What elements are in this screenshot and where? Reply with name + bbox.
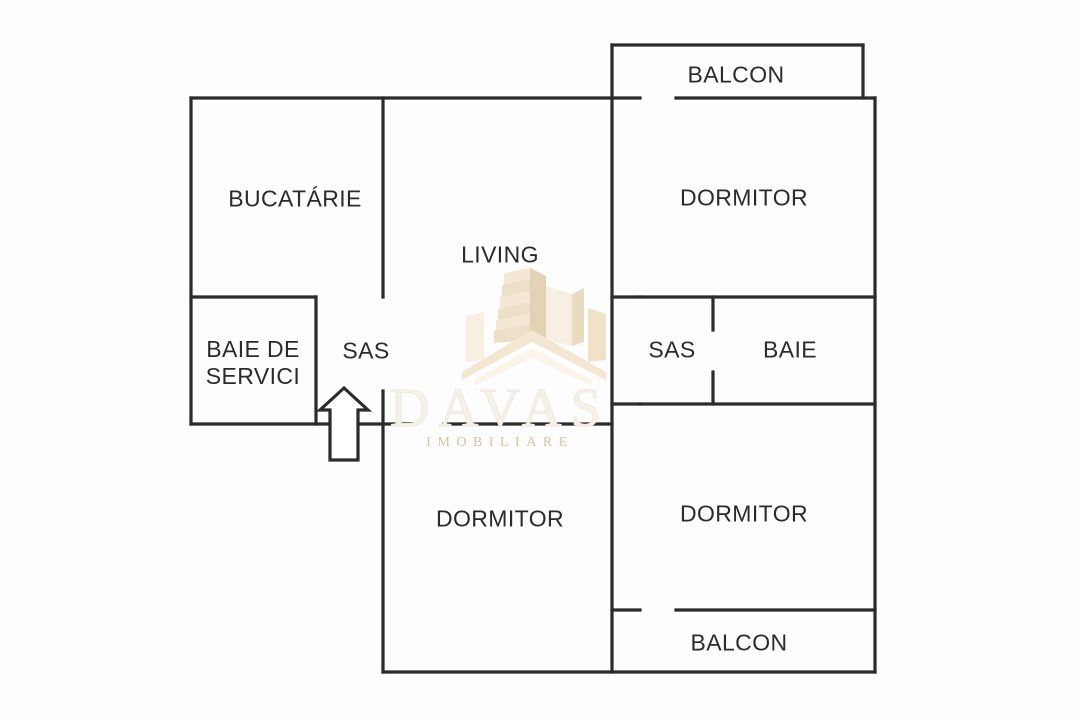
wall-group [189, 43, 877, 674]
entrance-arrow-icon [315, 385, 373, 462]
